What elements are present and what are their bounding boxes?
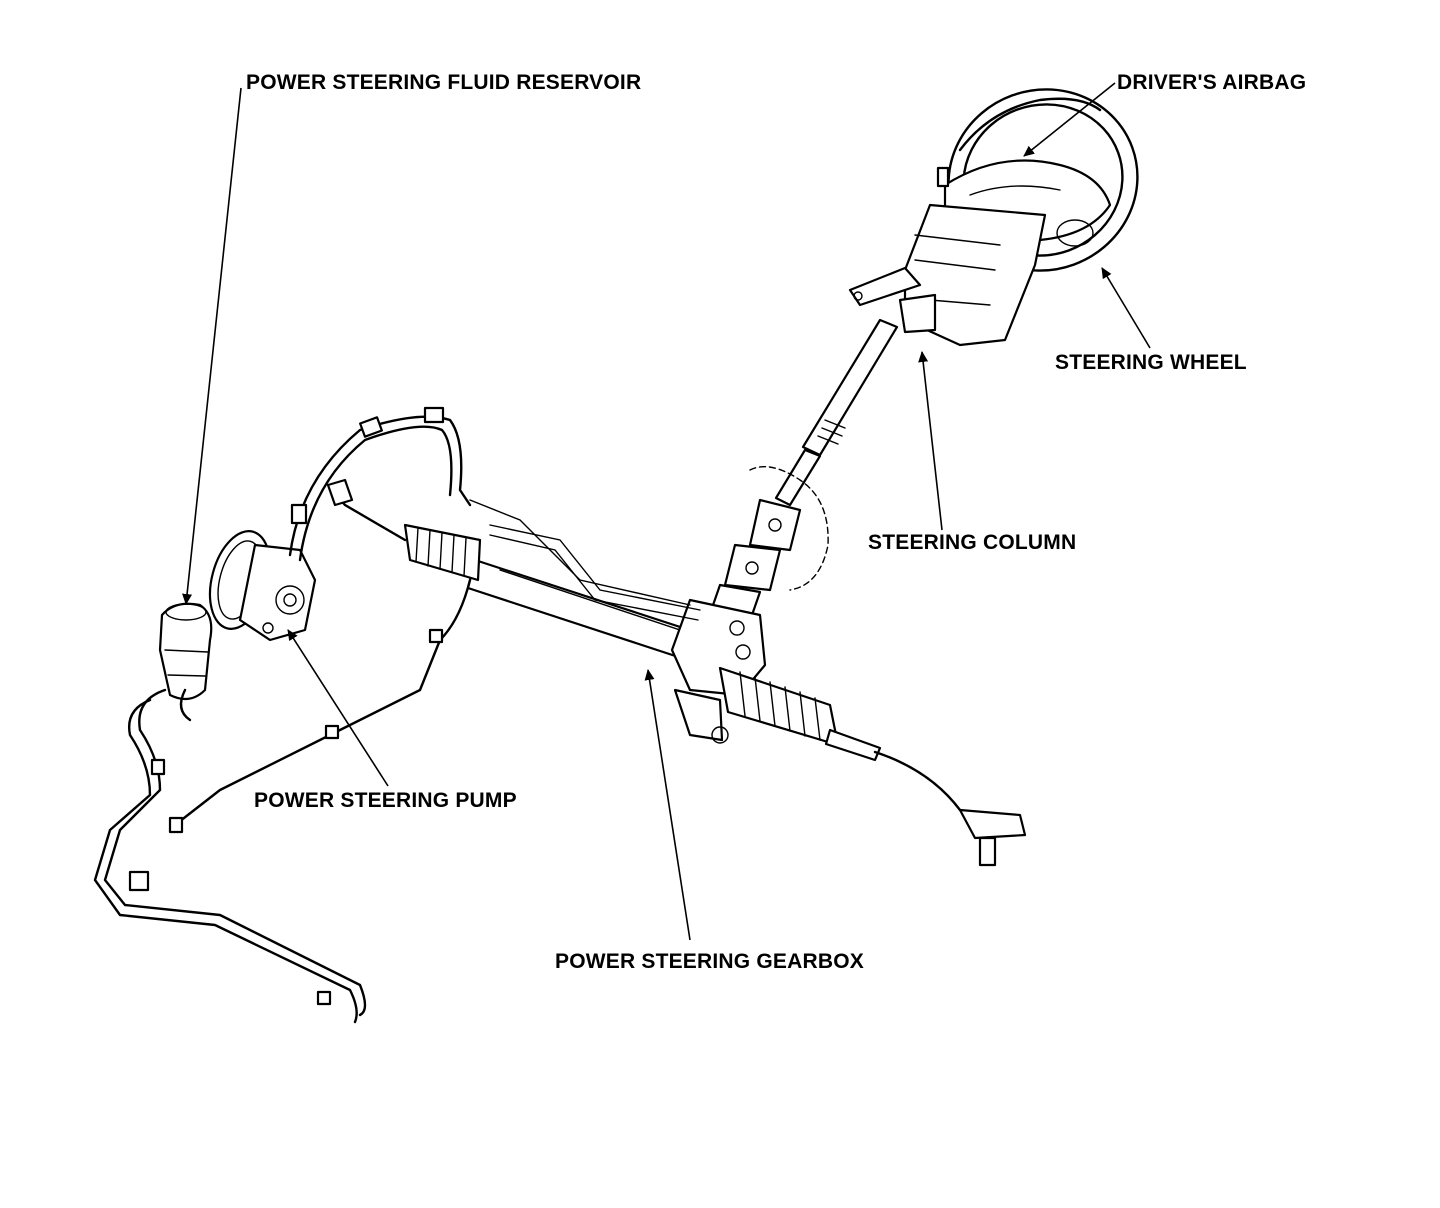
label-drivers-airbag: DRIVER'S AIRBAG (1117, 71, 1307, 94)
power-steering-gearbox (326, 478, 1027, 867)
intermediate-shaft (710, 466, 829, 617)
callout-leaders (182, 82, 1151, 941)
hoses-and-pipes (93, 406, 472, 1024)
label-power-steering-fluid-reservoir: POWER STEERING FLUID RESERVOIR (246, 71, 642, 94)
steering-column (774, 203, 1047, 507)
label-steering-column: STEERING COLUMN (868, 531, 1077, 554)
label-steering-wheel: STEERING WHEEL (1055, 351, 1247, 374)
label-power-steering-pump: POWER STEERING PUMP (254, 789, 517, 812)
label-power-steering-gearbox: POWER STEERING GEARBOX (555, 950, 864, 973)
power-steering-pump (208, 530, 317, 642)
power-steering-fluid-reservoir (158, 602, 213, 701)
